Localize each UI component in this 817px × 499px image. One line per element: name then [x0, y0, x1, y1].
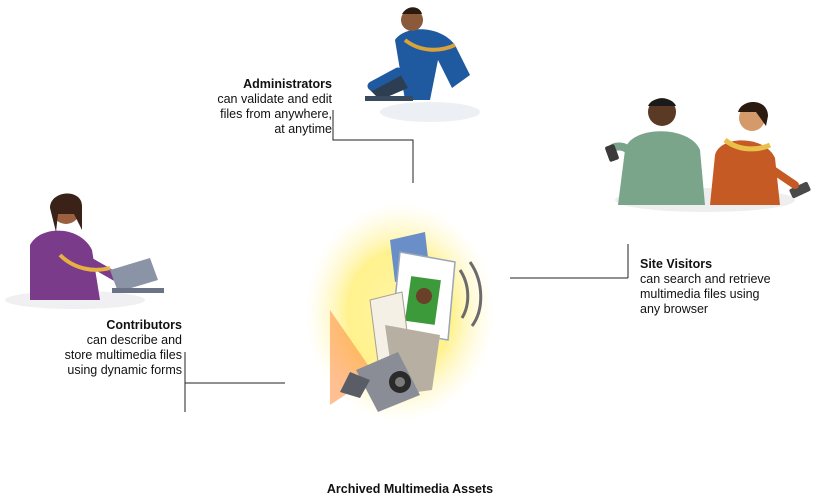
contributors-line: using dynamic forms	[67, 363, 182, 377]
site-visitors-line: can search and retrieve	[640, 272, 771, 286]
administrators-label: Administrators can validate and edit fil…	[130, 77, 332, 137]
visitor-connector	[510, 244, 629, 279]
administrators-line: files from anywhere,	[220, 107, 332, 121]
site-visitors-label: Site Visitors can search and retrieve mu…	[640, 257, 815, 317]
administrators-title: Administrators	[243, 77, 332, 91]
site-visitors-line: multimedia files using	[640, 287, 760, 301]
admin-connector	[332, 110, 414, 183]
contributors-title: Contributors	[106, 318, 182, 332]
contributor-illustration	[5, 193, 164, 309]
administrators-line: at anytime	[274, 122, 332, 136]
contributors-line: store multimedia files	[64, 348, 182, 362]
archive-media-icon	[305, 202, 495, 422]
contributors-label: Contributors can describe and store mult…	[30, 318, 182, 378]
contributors-line: can describe and	[86, 333, 182, 347]
connector-lines	[184, 110, 629, 412]
archive-title: Archived Multimedia Assets	[326, 482, 494, 496]
site-visitors-line: any browser	[640, 302, 709, 316]
administrators-line: can validate and edit	[217, 92, 332, 106]
contributor-connector	[184, 352, 285, 412]
administrator-illustration	[365, 7, 480, 122]
site-visitors-title: Site Visitors	[640, 257, 713, 271]
site-visitors-illustration	[605, 98, 811, 212]
